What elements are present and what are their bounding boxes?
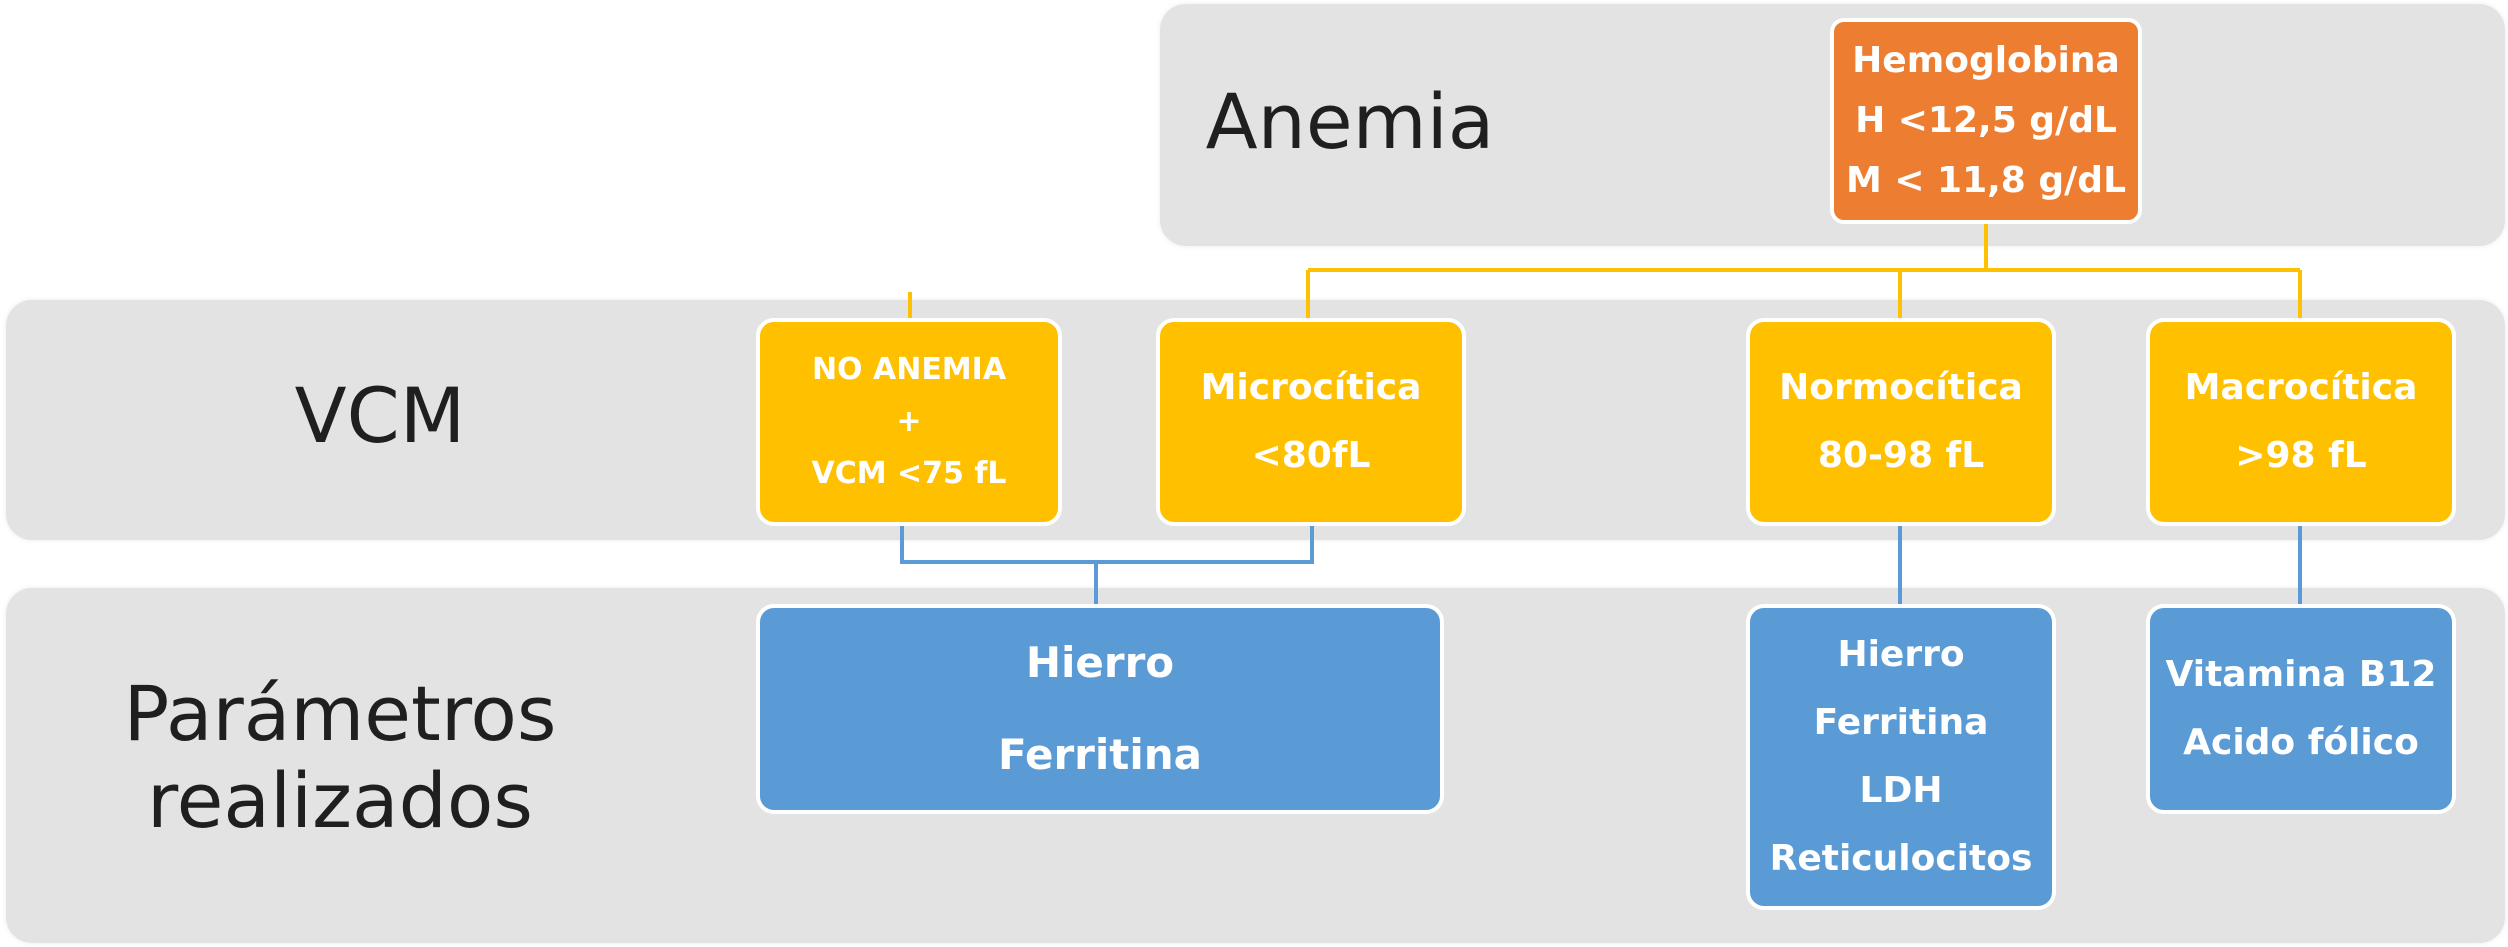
hemoglobina-threshold-h: H <12,5 g/dL bbox=[1855, 100, 2117, 141]
no-anemia-line3: VCM <75 fL bbox=[811, 456, 1007, 491]
hierro-label: Hierro bbox=[1025, 638, 1175, 687]
normo-ldh-label: LDH bbox=[1859, 770, 1943, 811]
macrocitica-label: Macrocítica bbox=[2184, 367, 2418, 408]
microcitica-range: <80fL bbox=[1251, 435, 1371, 476]
microcitica-label: Microcítica bbox=[1200, 367, 1422, 408]
row-label-anemia: Anemia bbox=[1205, 77, 1495, 166]
macrocitica-box: Macrocítica >98 fL bbox=[2146, 318, 2456, 526]
normo-hierro-label: Hierro bbox=[1837, 634, 1965, 675]
row-label-parametros: Parámetros realizados bbox=[110, 670, 570, 845]
hierro-ferritina-box: Hierro Ferritina bbox=[756, 604, 1444, 814]
row-label-vcm: VCM bbox=[294, 371, 466, 460]
normo-ferritina-label: Ferritina bbox=[1813, 702, 1989, 743]
no-anemia-line1: NO ANEMIA bbox=[811, 352, 1007, 387]
normocitica-range: 80-98 fL bbox=[1817, 435, 1985, 476]
normocitica-params-box: Hierro Ferritina LDH Reticulocitos bbox=[1746, 604, 2056, 910]
normocitica-box: Normocítica 80-98 fL bbox=[1746, 318, 2056, 526]
row-label-parametros-line2: realizados bbox=[147, 756, 533, 846]
no-anemia-box: NO ANEMIA + VCM <75 fL bbox=[756, 318, 1062, 526]
microcitica-box: Microcítica <80fL bbox=[1156, 318, 1466, 526]
normocitica-label: Normocítica bbox=[1779, 367, 2023, 408]
row-label-parametros-line1: Parámetros bbox=[123, 669, 557, 758]
hemoglobina-title: Hemoglobina bbox=[1852, 40, 2120, 81]
ferritina-label: Ferritina bbox=[997, 730, 1202, 779]
macrocitica-params-box: Vitamina B12 Acido fólico bbox=[2146, 604, 2456, 814]
hemoglobina-threshold-m: M < 11,8 g/dL bbox=[1845, 160, 2127, 201]
acido-folico-label: Acido fólico bbox=[2183, 722, 2419, 763]
vitamina-b12-label: Vitamina B12 bbox=[2165, 654, 2437, 695]
no-anemia-plus: + bbox=[896, 404, 922, 439]
hierro-merge-connector bbox=[900, 524, 1314, 564]
hemoglobina-box: Hemoglobina H <12,5 g/dL M < 11,8 g/dL bbox=[1830, 18, 2142, 224]
normo-reticulocitos-label: Reticulocitos bbox=[1769, 838, 2033, 879]
macrocitica-range: >98 fL bbox=[2235, 435, 2367, 476]
